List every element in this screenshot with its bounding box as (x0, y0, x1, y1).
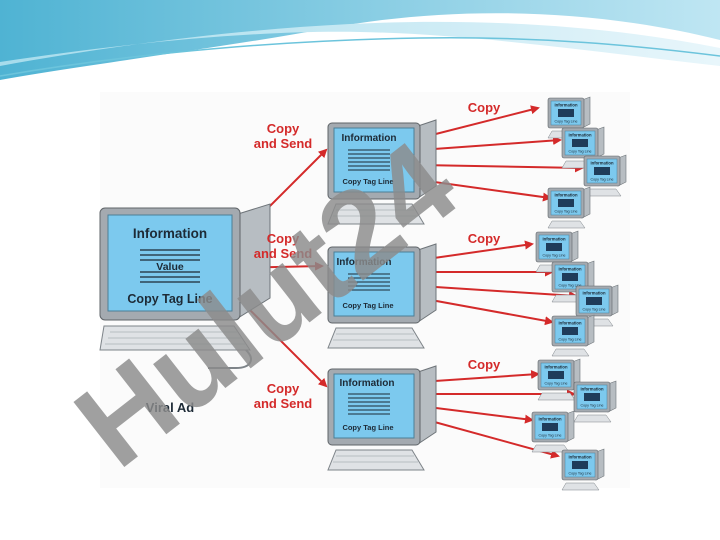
small-tagline: Copy Tag Line (581, 404, 604, 408)
small-tagline: Copy Tag Line (545, 382, 568, 386)
small-keyboard (561, 482, 600, 491)
small-info-title: Information (590, 161, 613, 166)
mid-computer-2: Information Copy Tag Line (327, 243, 437, 349)
arrow-8 (419, 240, 534, 261)
copy-label-3: Copy (468, 357, 501, 372)
small-screen-block (548, 371, 564, 379)
small-tagline: Copy Tag Line (555, 210, 578, 214)
small-screen-block (558, 109, 574, 117)
arrow-10 (419, 285, 578, 301)
mid-tagline-1: Copy Tag Line (342, 177, 393, 186)
small-info-title: Information (544, 365, 567, 370)
arrow-5 (419, 136, 562, 151)
small-tagline: Copy Tag Line (591, 178, 614, 182)
mid-tagline-3: Copy Tag Line (342, 423, 393, 432)
main-text-lines (140, 249, 200, 283)
svg-text:Copy: Copy (267, 231, 300, 246)
small-screen-block (558, 199, 574, 207)
small-screen-block (572, 461, 588, 469)
main-tagline: Copy Tag Line (127, 292, 212, 306)
svg-text:Copy: Copy (267, 381, 300, 396)
copy-send-label-3: Copy and Send (254, 381, 313, 411)
small-screen-block (594, 167, 610, 175)
arrow-14 (419, 405, 534, 424)
copy-label-1: Copy (468, 100, 501, 115)
svg-text:Copy: Copy (267, 121, 300, 136)
small-tagline: Copy Tag Line (559, 338, 582, 342)
mid-computer-1: Information Copy Tag Line (327, 119, 437, 225)
arrow-7 (419, 179, 552, 202)
small-info-title: Information (580, 387, 603, 392)
small-info-title: Information (568, 133, 591, 138)
arrow-4 (419, 105, 540, 139)
small-info-title: Information (558, 267, 581, 272)
small-keyboard (551, 348, 590, 357)
copy-label-2: Copy (468, 231, 501, 246)
small-tagline: Copy Tag Line (543, 254, 566, 258)
small-info-title: Information (554, 103, 577, 108)
small-info-title: Information (542, 237, 565, 242)
mid-computer-3: Information Copy Tag Line (327, 365, 437, 471)
mid-info-title-3: Information (340, 378, 395, 389)
small-info-title: Information (568, 455, 591, 460)
small-keyboard (537, 392, 576, 401)
header-wave (0, 0, 720, 80)
small-tagline: Copy Tag Line (539, 434, 562, 438)
mid-screen-1 (333, 127, 415, 193)
mid-info-title-2: Information (337, 257, 392, 268)
small-screen-block (542, 423, 558, 431)
small-screen-block (584, 393, 600, 401)
mid-info-title-1: Information (342, 133, 397, 144)
small-info-title: Information (554, 193, 577, 198)
small-tagline: Copy Tag Line (569, 150, 592, 154)
arrow-11 (419, 297, 554, 326)
small-tagline: Copy Tag Line (583, 308, 606, 312)
small-screen-block (586, 297, 602, 305)
small-keyboard (547, 220, 586, 229)
svg-text:and Send: and Send (254, 396, 313, 411)
arrow-6 (419, 163, 584, 173)
small-info-title: Information (582, 291, 605, 296)
copy-send-label-2: Copy and Send (254, 231, 313, 261)
small-info-title: Information (538, 417, 561, 422)
main-computer: Information Value Copy Tag Line Viral Ad (99, 203, 271, 415)
copy-send-label-1: Copy and Send (254, 121, 313, 151)
viral-ad-caption: Viral Ad (146, 400, 194, 415)
small-screen-block (572, 139, 588, 147)
small-keyboard (573, 414, 612, 423)
main-info-title: Information (133, 226, 207, 241)
arrow-12 (419, 369, 540, 383)
small-screen-block (546, 243, 562, 251)
small-screen-block (562, 273, 578, 281)
small-tagline: Copy Tag Line (555, 120, 578, 124)
small-tagline: Copy Tag Line (569, 472, 592, 476)
small-info-title: Information (558, 321, 581, 326)
mid-tagline-2: Copy Tag Line (342, 301, 393, 310)
mid-screen-2 (333, 251, 415, 317)
small-screen-block (562, 327, 578, 335)
svg-text:and Send: and Send (254, 246, 313, 261)
main-screen (107, 214, 233, 312)
small-tagline: Copy Tag Line (559, 284, 582, 288)
svg-text:and Send: and Send (254, 136, 313, 151)
main-value-label: Value (156, 261, 184, 273)
